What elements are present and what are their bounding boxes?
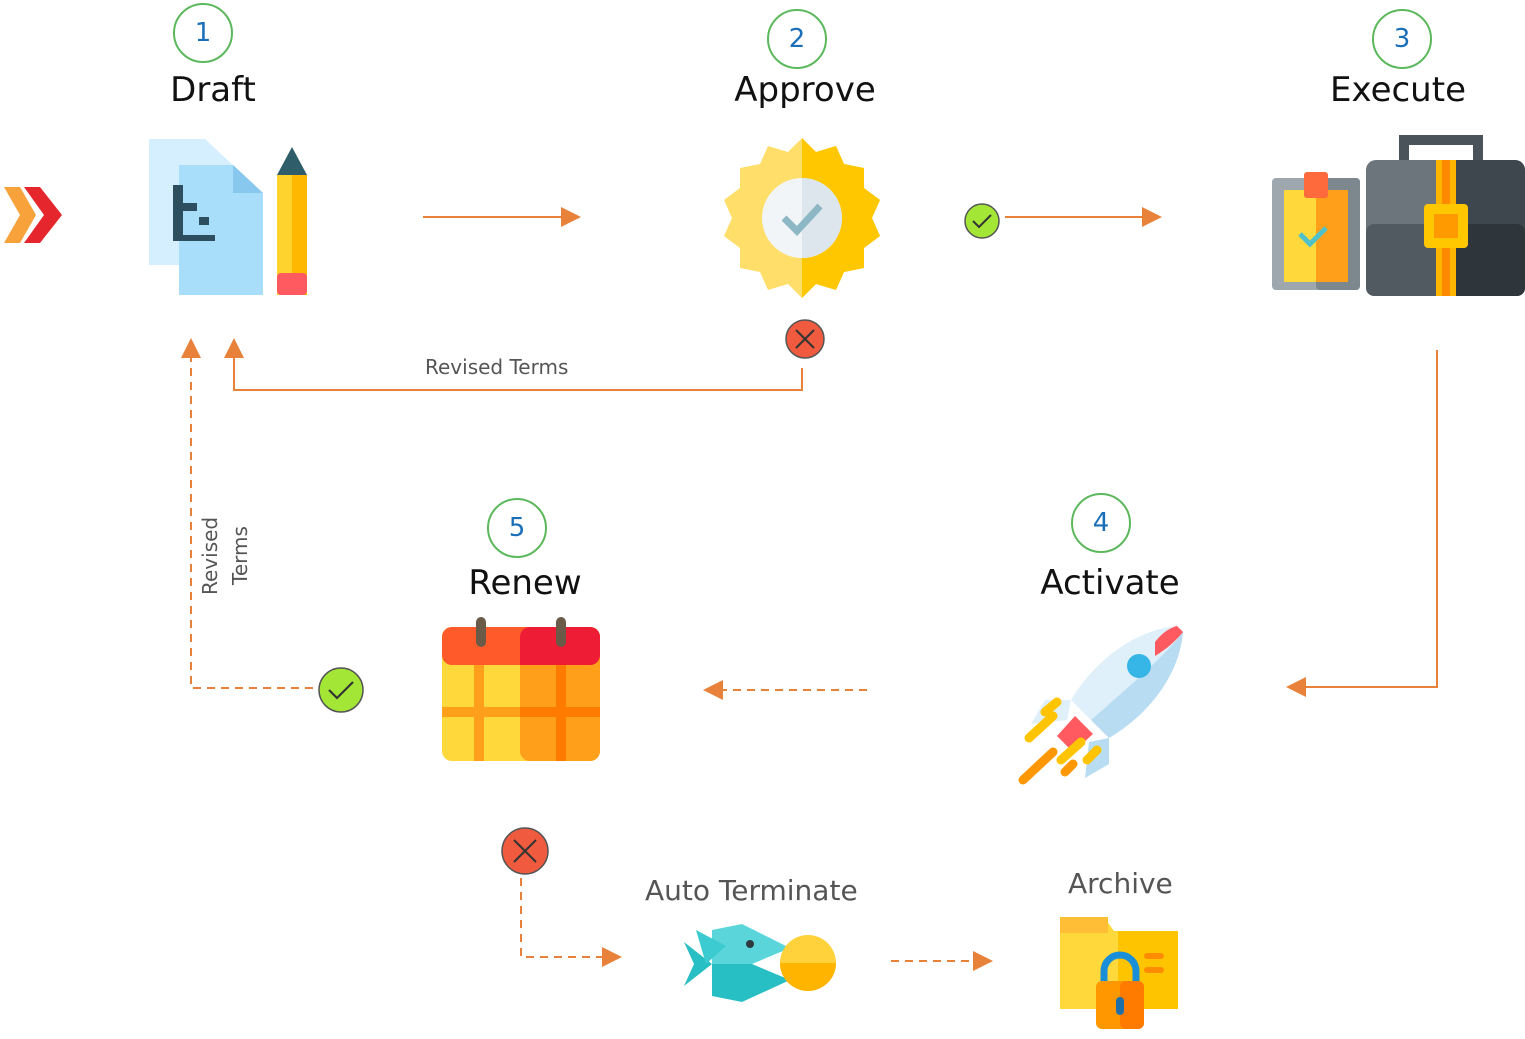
step-title-activate: Activate: [1040, 563, 1180, 603]
arrow-execute-to-activate: [1286, 350, 1438, 697]
arrow-renew-to-draft: [181, 338, 313, 689]
renew-check-icon: [318, 667, 364, 713]
arrow-revised-terms-to-draft: [224, 338, 803, 391]
step-title-draft: Draft: [170, 70, 256, 110]
approve-check-icon: [964, 203, 1000, 239]
arrow-renew-to-auto-terminate: [520, 878, 622, 967]
step-title-approve: Approve: [734, 70, 876, 110]
archive-label: Archive: [1068, 867, 1173, 900]
step-number-activate: 4: [1071, 493, 1131, 553]
step-number-renew: 5: [487, 498, 547, 558]
approval-badge-icon: [724, 138, 880, 298]
step-title-execute: Execute: [1330, 70, 1466, 110]
step-number-execute: 3: [1372, 9, 1432, 69]
step-number-draft: 1: [173, 3, 233, 63]
step-number-approve: 2: [767, 9, 827, 69]
auto-terminate-label: Auto Terminate: [645, 874, 858, 907]
edge-label-revised-terms-vertical-2: Terms: [228, 526, 252, 585]
rocket-icon: [1018, 626, 1183, 785]
approve-reject-icon: [785, 319, 825, 359]
step-title-renew: Renew: [468, 563, 582, 603]
start-chevrons-icon: [4, 187, 62, 243]
calendar-icon: [442, 617, 600, 761]
document-pencil-icon: [149, 139, 307, 295]
clipboard-briefcase-icon: [1272, 135, 1525, 296]
edge-label-revised-terms-vertical-1: Revised: [198, 516, 222, 595]
edge-label-revised-terms: Revised Terms: [425, 355, 569, 379]
locked-folder-icon: [1060, 917, 1178, 1029]
fish-eating-icon: [684, 924, 836, 1002]
renew-reject-icon: [501, 827, 549, 875]
